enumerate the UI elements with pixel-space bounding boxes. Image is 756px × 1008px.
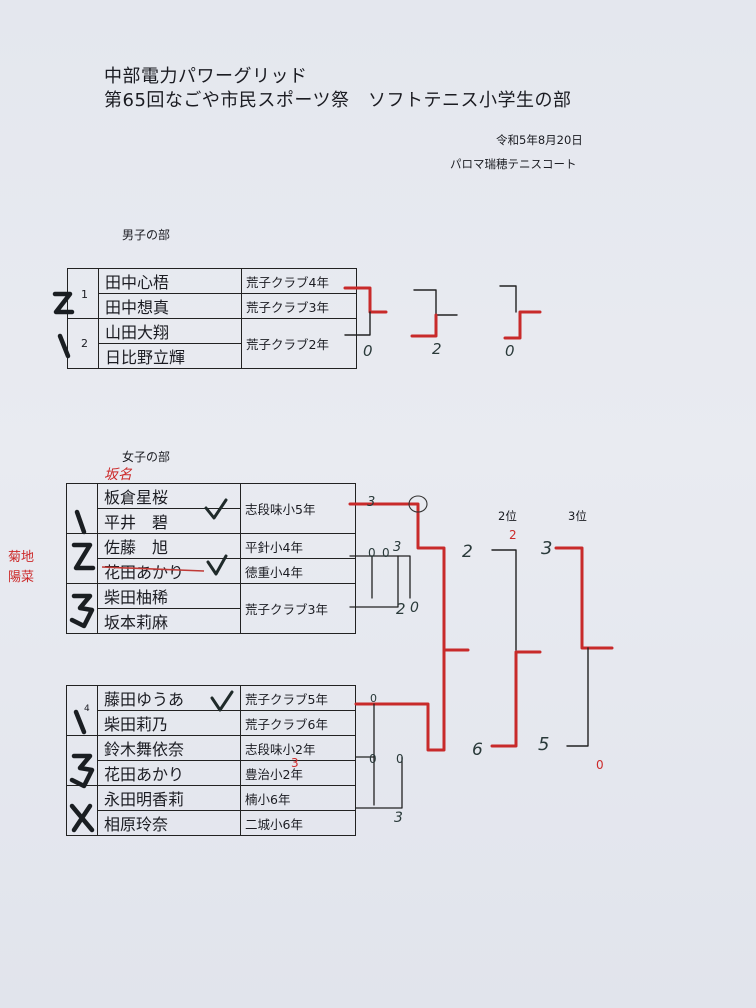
club-name: 荒子クラブ2年 [241, 318, 357, 369]
score-mark: 0 [410, 600, 419, 616]
second-place-mark: 2 [509, 528, 517, 542]
inserted-correction: 3 [291, 756, 299, 770]
third-place-label: 3位 [568, 509, 587, 523]
table-row: 2 山田大翔 荒子クラブ2年 [67, 318, 357, 369]
club-name: 荒子クラブ3年 [240, 583, 356, 634]
handwritten-note-substitute: 坂名 [104, 467, 132, 483]
club-name: 二城小6年 [240, 810, 356, 836]
table-row: 柴田柚稀 荒子クラブ3年 [66, 583, 356, 634]
girls-group-b-table: 4 藤田ゆうあ 荒子クラブ5年 柴田莉乃 荒子クラブ6年 鈴木舞依奈 志段味小2… [66, 685, 356, 836]
club-name: 荒子クラブ5年 [240, 685, 356, 711]
boys-section-label: 男子の部 [122, 228, 171, 242]
handwritten-note-substitute-2: 菊地 陽菜 [8, 550, 35, 585]
club-name: 志段味小5年 [240, 483, 356, 534]
player-name: 坂本莉麻 [97, 608, 241, 634]
score-mark: 3 [367, 495, 376, 510]
player-name: 花田あかり [97, 558, 241, 584]
sponsor-title: 中部電力パワーグリッド [104, 66, 308, 87]
club-name: 徳重小4年 [240, 558, 356, 584]
table-row: 坂本莉麻 [67, 608, 356, 634]
club-name: 志段味小2年 [240, 735, 356, 761]
club-name: 豊治小2年 [240, 760, 356, 786]
table-row: 4 藤田ゆうあ 荒子クラブ5年 [66, 685, 356, 736]
player-name: 柴田柚稀 [97, 583, 241, 609]
score-mark: 3 [393, 540, 402, 555]
player-name: 柴田莉乃 [97, 710, 241, 736]
score-mark: 3 [541, 538, 553, 559]
pair-number: 2 [67, 318, 99, 369]
player-name: 板倉星桜 [97, 483, 241, 509]
score-mark: 3 [394, 810, 403, 826]
table-row: 板倉星桜 志段味小5年 [66, 483, 356, 534]
table-row: 相原玲奈 二城小6年 [67, 810, 356, 836]
pair-number [66, 735, 98, 786]
player-name: 田中心梧 [98, 268, 242, 294]
score-mark: 0 [363, 342, 373, 360]
score-mark: 2 [432, 340, 442, 358]
player-name: 相原玲奈 [97, 810, 241, 836]
player-name: 山田大翔 [98, 318, 242, 344]
score-mark: 6 [472, 740, 483, 760]
score-mark: 2 [462, 542, 473, 562]
girls-group-a-table: 板倉星桜 志段味小5年 平井 碧 佐藤 旭 平針小4年 花田あかり 徳重小4年 … [66, 483, 356, 634]
second-place-label: 2位 [498, 509, 517, 523]
event-date: 令和5年8月20日 [496, 133, 583, 147]
event-title: 第65回なごや市民スポーツ祭 ソフトテニス小学生の部 [104, 90, 572, 111]
player-name: 日比野立輝 [98, 343, 242, 369]
table-row: 花田あかり 徳重小4年 [67, 558, 356, 584]
score-mark: 0 [370, 692, 377, 705]
score-mark: 0 [369, 752, 377, 766]
score-mark: 0 [382, 546, 390, 560]
table-row: 日比野立輝 [68, 343, 357, 369]
score-mark: 0 [505, 342, 515, 360]
event-venue: パロマ瑞穂テニスコート [450, 157, 577, 171]
table-row: 鈴木舞依奈 志段味小2年 [66, 735, 356, 786]
third-place-result: 0 [596, 758, 604, 772]
score-mark: 0 [368, 546, 376, 560]
girls-section-label: 女子の部 [122, 450, 171, 464]
pair-number [66, 483, 98, 534]
table-row: 柴田莉乃 荒子クラブ6年 [67, 710, 356, 736]
table-row: 花田あかり 豊治小2年 [67, 760, 356, 786]
score-mark: 5 [538, 734, 550, 755]
score-mark: 0 [396, 752, 404, 766]
score-mark: 2 [396, 600, 406, 618]
club-name: 荒子クラブ3年 [241, 293, 357, 319]
